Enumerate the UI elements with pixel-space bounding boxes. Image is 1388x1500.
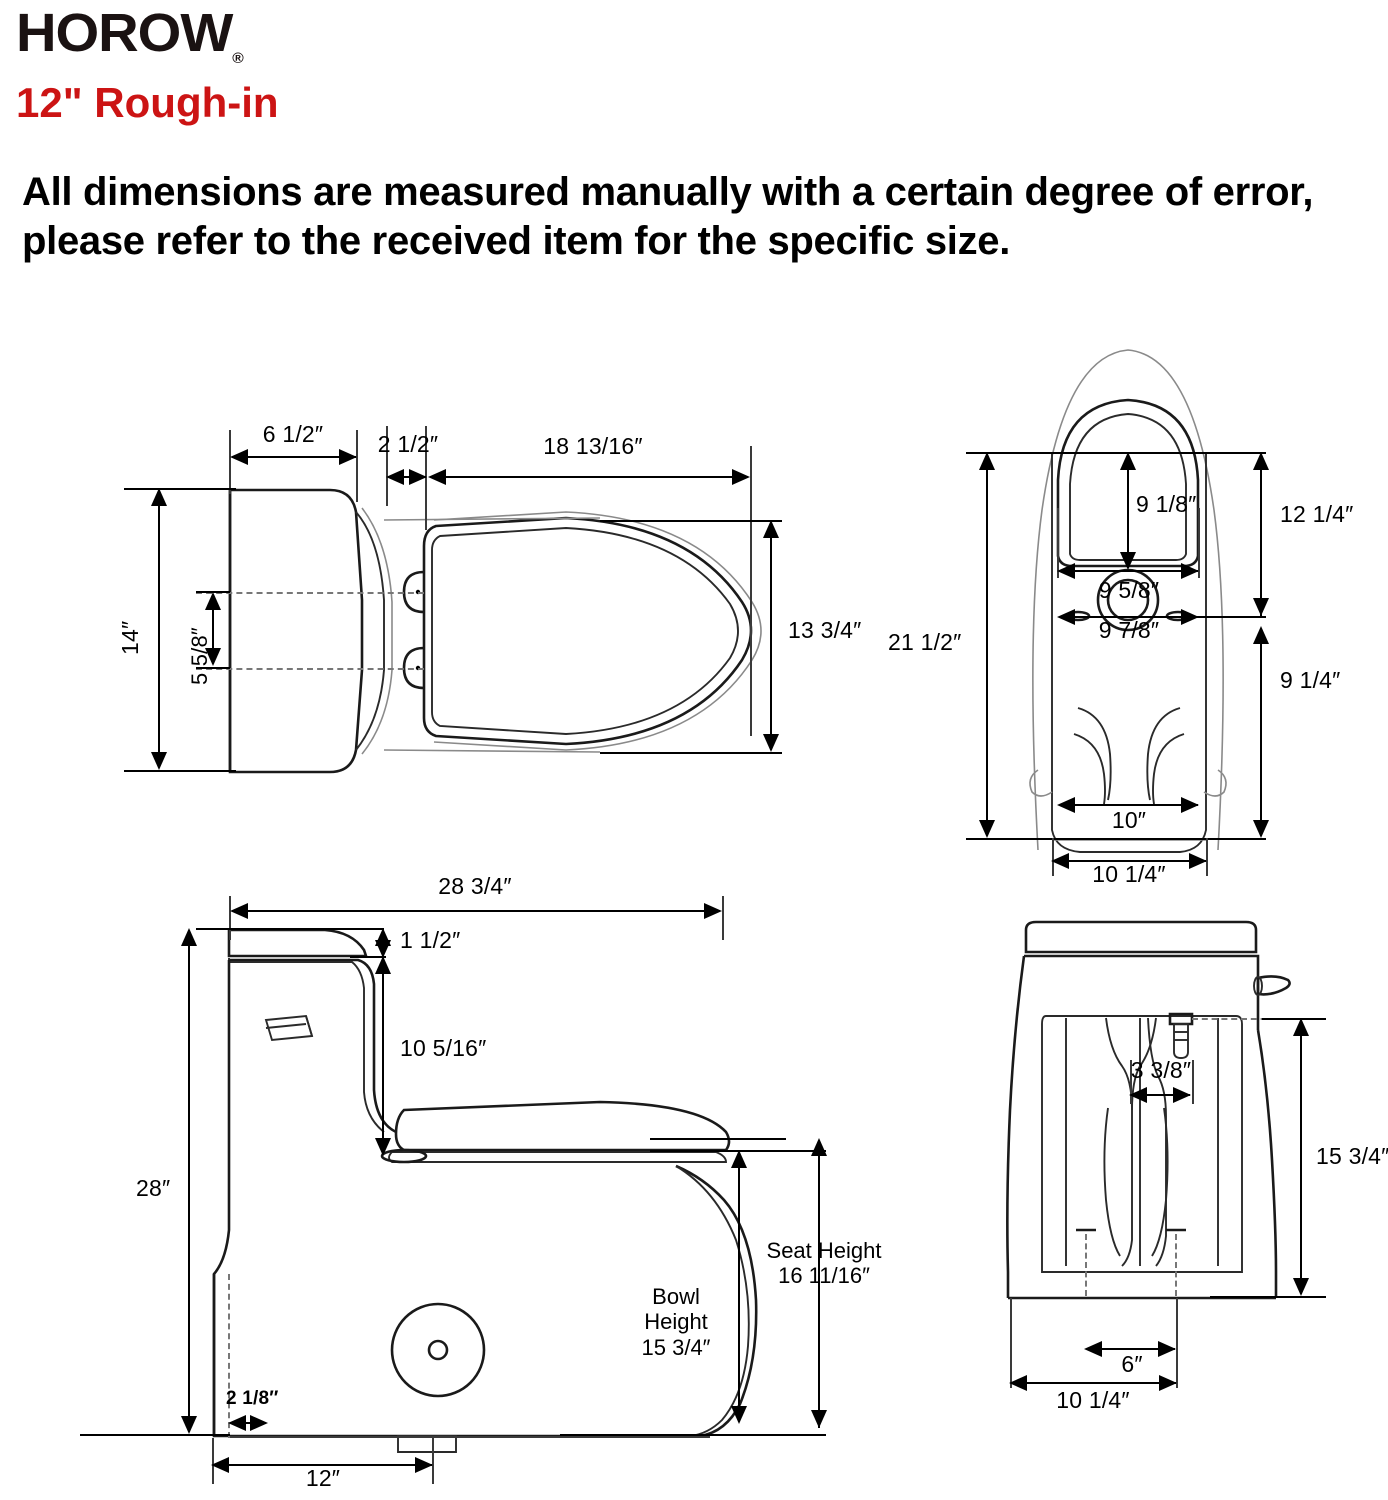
dim-bowl-length: 18 13/16″ [543,433,643,459]
back-wall-reference-line [228,1274,230,1438]
dim-center-to-back: 9 1/4″ [1280,667,1341,693]
dim-gap: 2 1/2″ [377,431,439,457]
top-view: 6 1/2″ 2 1/2″ 18 13/16″ 14″ 5 5/8″ 13 3/… [0,420,861,820]
dim-bolt-spread: 6″ [1121,1351,1143,1377]
side-view-outline [0,860,900,1500]
dim-plan-overall-length: 21 1/2″ [888,629,962,655]
dim-front-to-center: 12 1/4″ [1280,501,1354,527]
brand-logo: HOROW® [16,6,244,66]
dim-side-overall-height: 28″ [136,1175,171,1201]
top-view-outline [0,420,820,820]
seat-height-label: Seat Height [766,1238,882,1263]
bolt-witness-right [1175,1234,1177,1296]
bowl-height-label: Bowl Height [644,1284,708,1335]
rear-view-outline [980,900,1388,1500]
dim-lid-thickness: 1 1/2″ [400,927,461,953]
dim-side-overall-length: 28 3/4″ [438,873,512,899]
plan-view: 21 1/2″ 9 1/8″ 12 1/4″ 9 1/4″ 9 5/8″ 9 7… [888,330,1388,887]
dim-tank-depth: 6 1/2″ [262,421,324,447]
supply-witness-line [1192,1018,1296,1020]
bolt-center-line-upper [196,592,424,594]
dim-tank-height: 10 5/16″ [400,1035,487,1061]
dim-bowl-opening-width: 9 5/8″ [1098,577,1160,603]
rough-in-title: 12" Rough-in [16,79,279,126]
dim-rear-base-width: 10 1/4″ [1056,1387,1130,1413]
registered-trademark-icon: ® [232,49,244,67]
dim-back-offset: 2 1/8″ [226,1388,279,1409]
disclaimer-text: All dimensions are measured manually wit… [22,170,1314,263]
bolt-center-line-lower [196,668,424,670]
dim-bowl-outer-width: 9 7/8″ [1098,617,1160,643]
dim-rough-in: 12″ [305,1465,341,1491]
seat-height-value: 16 11/16″ [778,1263,870,1289]
bolt-witness-left [1085,1234,1087,1296]
dim-tank-width: 14″ [117,620,143,655]
bowl-height-value: 15 3/4″ [641,1334,711,1360]
rear-view: 3 3/8″ 15 3/4″ 6″ 10 1/4″ [980,900,1388,1500]
brand-logo-text: HOROW [16,3,233,63]
dim-supply-offset: 3 3/8″ [1130,1057,1192,1083]
dim-supply-height: 15 3/4″ [1316,1143,1388,1169]
dim-plan-base-width: 10 1/4″ [1092,861,1166,887]
dim-base-inner-width: 10″ [1111,807,1147,833]
dim-bowl-opening-depth: 9 1/8″ [1136,491,1197,517]
dim-bowl-width: 13 3/4″ [788,617,862,643]
dim-bolt-spacing: 5 5/8″ [187,627,212,685]
